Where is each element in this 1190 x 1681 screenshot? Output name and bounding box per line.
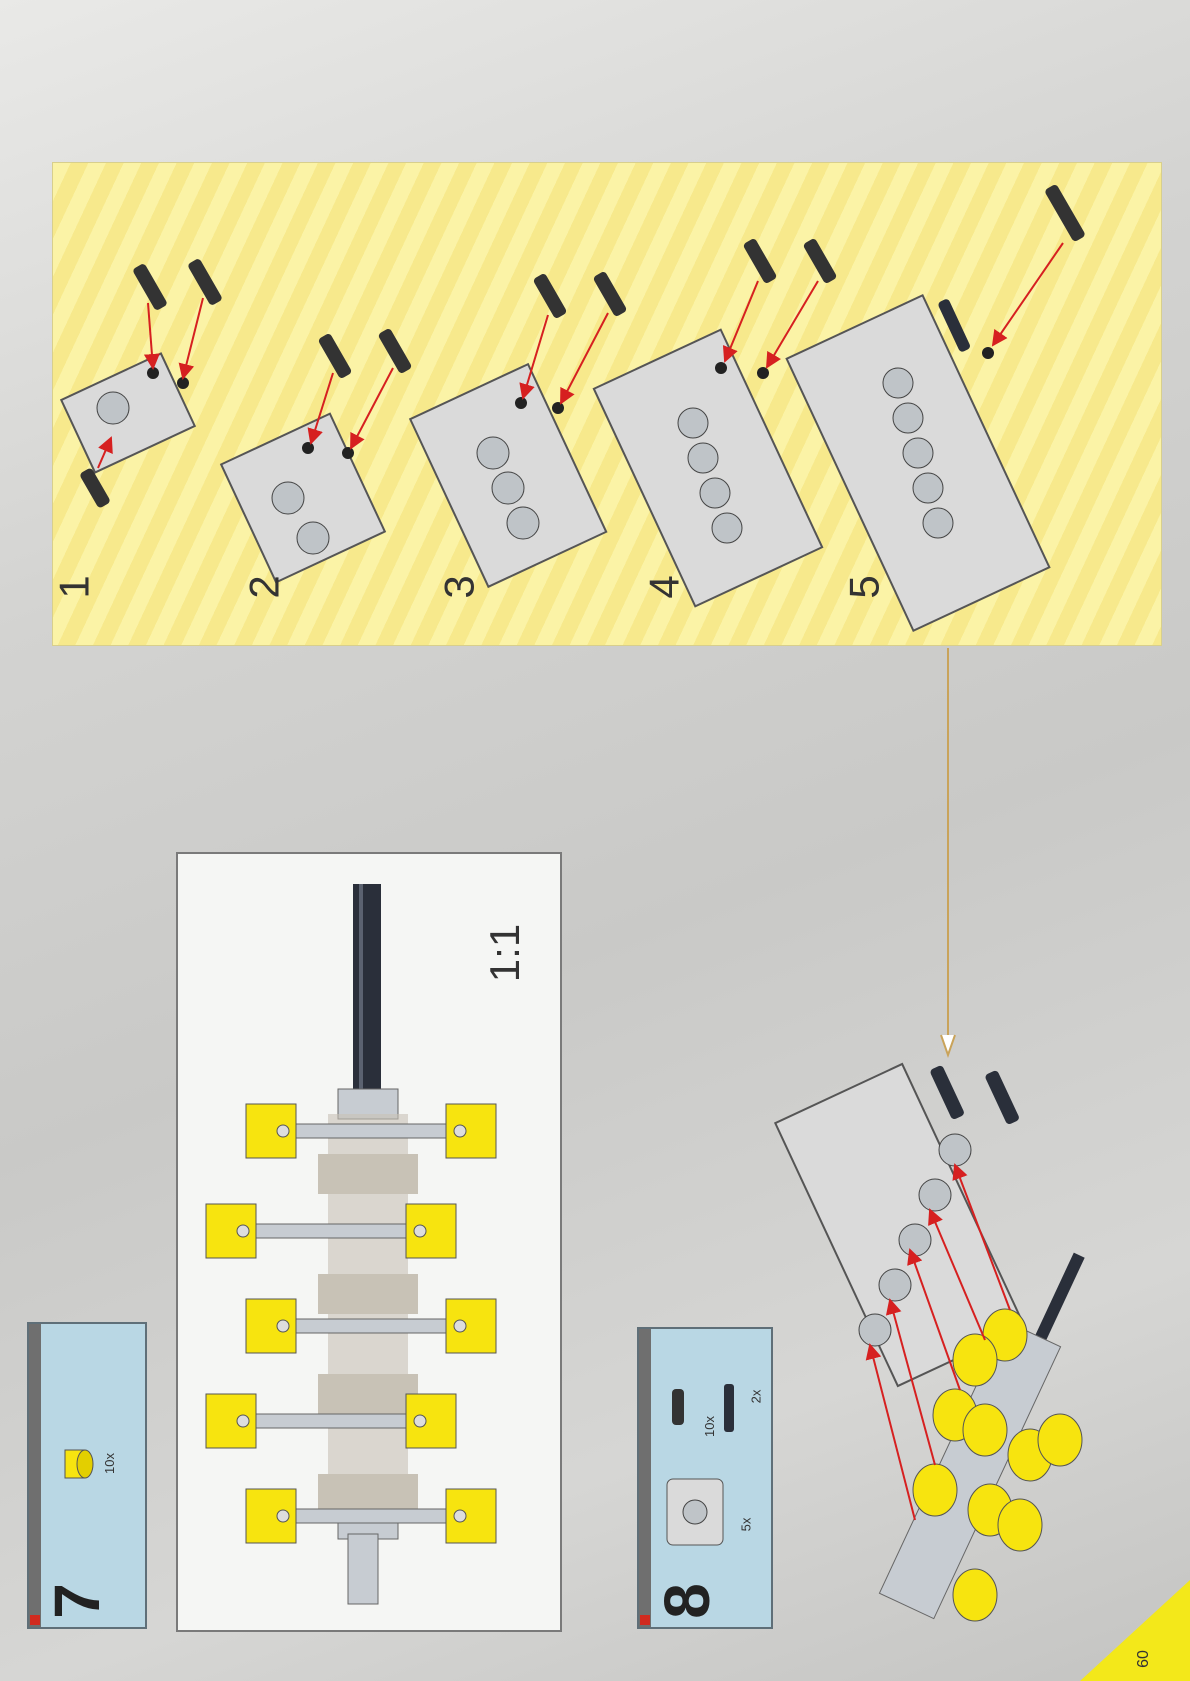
- sub-step-3-number: 3: [436, 575, 484, 598]
- engine-block-icon: [787, 295, 1050, 630]
- sub-step-1-number: 1: [51, 575, 99, 598]
- piston-icon: [913, 1309, 1082, 1621]
- sub-step-2-number: 2: [241, 575, 289, 598]
- step-8-block-count: 5x: [738, 1518, 753, 1532]
- sub-step-5-number: 5: [841, 575, 889, 598]
- piston-icon: [29, 1324, 149, 1631]
- step-8-parts-illustration: [639, 1329, 775, 1631]
- sub-assembly-panel: 1 2 3 4 5: [52, 162, 1162, 646]
- engine-block-icon: [775, 1064, 1024, 1386]
- engine-block-icon: [594, 330, 822, 607]
- crankshaft-icon: [879, 1253, 1084, 1619]
- engine-block-icon: [61, 354, 195, 473]
- scale-label: 1:1: [481, 924, 529, 982]
- engine-block-icon: [410, 364, 606, 587]
- sub-step-4-number: 4: [641, 575, 689, 598]
- axle-icon: [724, 1384, 734, 1432]
- step-7-count: 10x: [102, 1453, 117, 1474]
- step-8-pin-count: 10x: [702, 1416, 717, 1437]
- crankshaft-scale-panel: 1:1: [176, 852, 562, 1632]
- step-8-parts-panel: 8 5x 10x 2x: [637, 1327, 773, 1629]
- engine-block-sequence-illustration: [53, 163, 1163, 647]
- step-7-parts-panel: 7 10x: [27, 1322, 147, 1629]
- page-number: 60: [1135, 1650, 1153, 1668]
- step-8-axle-count: 2x: [748, 1390, 763, 1404]
- friction-pin-icon: [672, 1389, 684, 1425]
- engine-block-icon: [667, 1479, 723, 1545]
- engine-block-icon: [221, 414, 385, 583]
